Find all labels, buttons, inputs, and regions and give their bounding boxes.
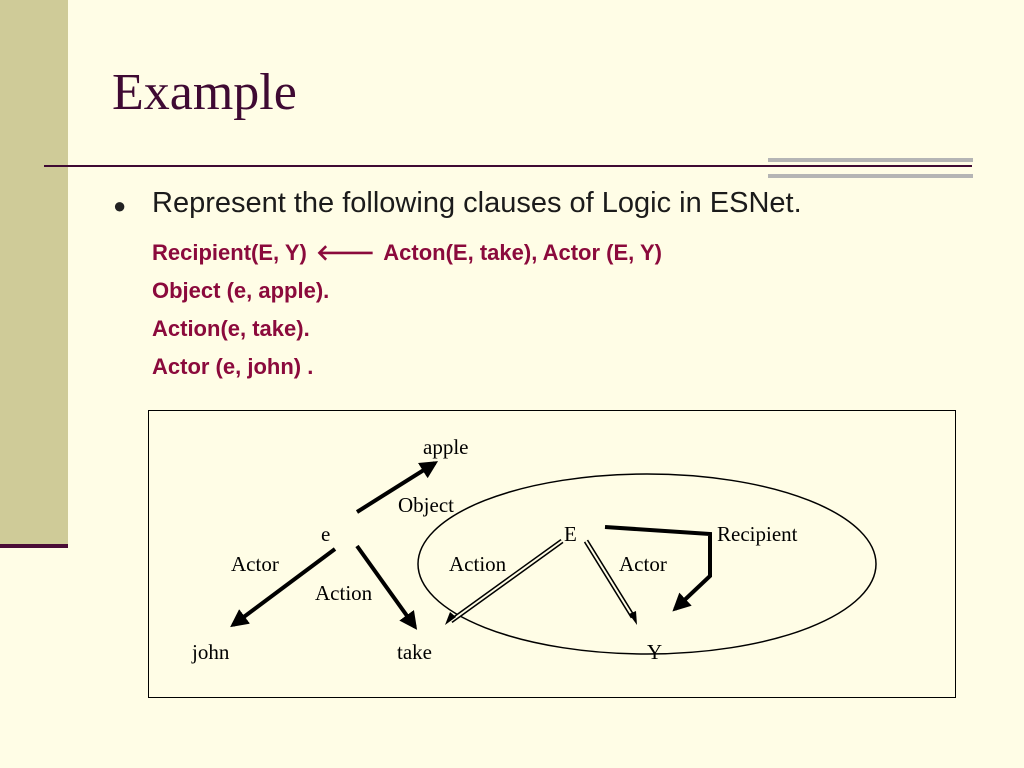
edge-object: [355, 461, 439, 514]
corner-rule-bottom: [768, 174, 973, 178]
node-john: john: [191, 640, 230, 664]
label-actor-e: Actor: [231, 552, 279, 576]
partition-ellipse: [417, 473, 877, 655]
edge-action-E-inner: [450, 540, 563, 622]
bullet-text: Represent the following clauses of Logic…: [152, 187, 802, 219]
clause-4: Actor (e, john) .: [152, 348, 662, 386]
esnet-diagram: apple e E john take Y Object Actor Actio…: [148, 410, 956, 698]
node-E: E: [564, 522, 577, 546]
edge-actor-E-inner: [585, 540, 634, 618]
corner-rule-top: [768, 158, 973, 162]
left-arrow-icon: 🡐: [315, 240, 375, 265]
left-band: [0, 0, 68, 546]
edge-actor-e: [230, 547, 337, 628]
left-band-rule: [0, 544, 68, 548]
label-recipient: Recipient: [717, 522, 798, 546]
edge-action-E-head: [445, 612, 456, 625]
label-action-E: Action: [449, 552, 507, 576]
clause-1-head: Recipient(E, Y): [152, 240, 307, 265]
slide-title: Example: [112, 64, 297, 121]
clause-1-body: Acton(E, take), Actor (E, Y): [383, 240, 662, 265]
edge-action-e: [355, 544, 418, 630]
clause-2: Object (e, apple).: [152, 272, 662, 310]
node-e: e: [321, 522, 330, 546]
label-action-e: Action: [315, 581, 373, 605]
esnet-diagram-svg: apple e E john take Y Object Actor Actio…: [191, 435, 877, 664]
clause-1: Recipient(E, Y) 🡐 Acton(E, take), Actor …: [152, 234, 662, 272]
label-actor-E: Actor: [619, 552, 667, 576]
node-take: take: [397, 640, 432, 664]
clause-3-text: Action(e, take).: [152, 316, 310, 341]
node-Y: Y: [647, 640, 662, 664]
label-object: Object: [398, 493, 454, 517]
edge-actor-E-head: [629, 611, 637, 625]
clause-list: Recipient(E, Y) 🡐 Acton(E, take), Actor …: [152, 234, 662, 386]
bullet-dot-icon: ●: [113, 193, 127, 218]
clause-4-text: Actor (e, john) .: [152, 354, 314, 379]
edge-recipient: [604, 525, 712, 612]
title-rule: [44, 165, 972, 167]
clause-3: Action(e, take).: [152, 310, 662, 348]
clause-2-text: Object (e, apple).: [152, 278, 330, 303]
node-apple: apple: [423, 435, 468, 459]
